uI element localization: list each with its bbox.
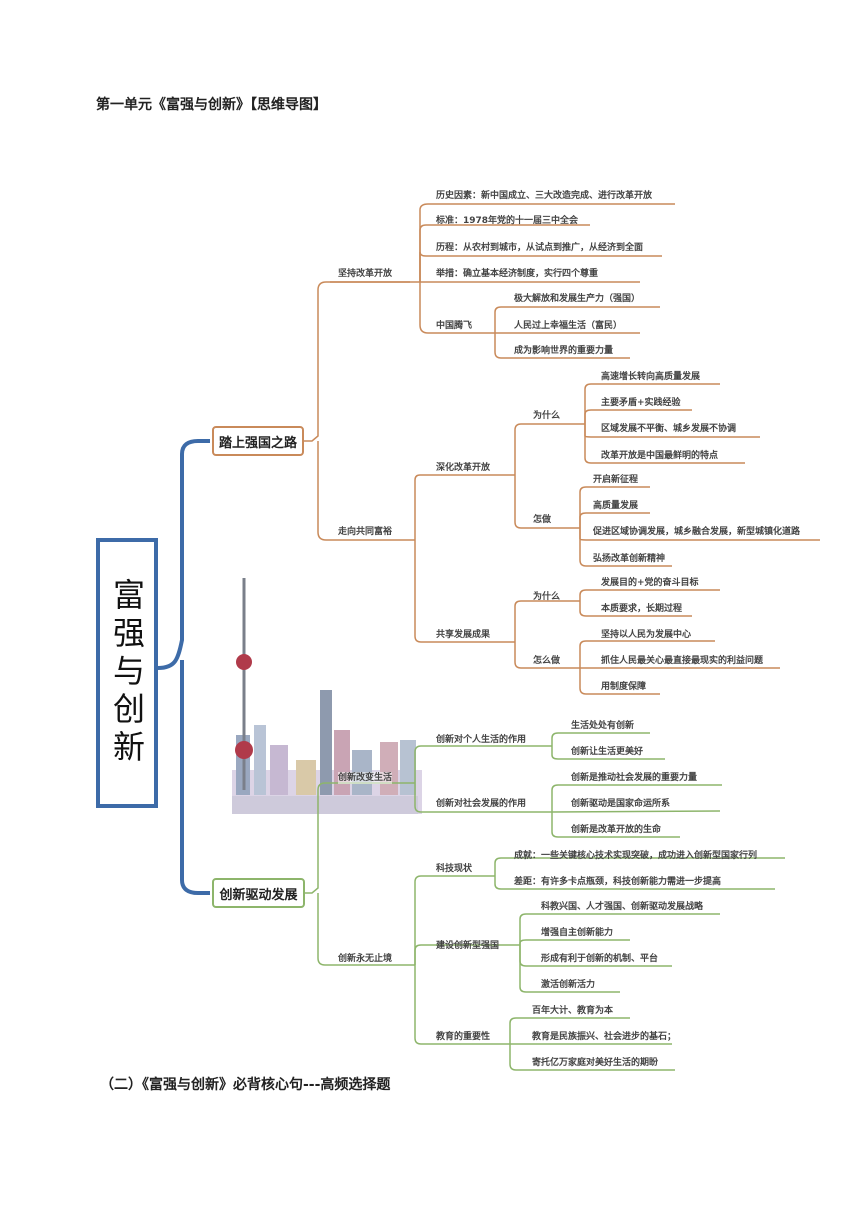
node-zenmezuo: 怎么做 (533, 656, 561, 666)
root-node: 富强与创新 (96, 538, 158, 808)
page-title: 第一单元《富强与创新》【思维导图】 (96, 97, 327, 113)
leaf-item: 人民过上幸福生活（富民） (514, 321, 623, 331)
leaf-item: 区域发展不平衡、城乡发展不协调 (601, 424, 737, 434)
leaf-item: 高速增长转向高质量发展 (601, 372, 701, 382)
city-skyline-illustration (232, 578, 422, 814)
leaf-item: 主要矛盾+实践经验 (601, 398, 681, 408)
node-keji: 科技现状 (436, 864, 473, 874)
leaf-item: 激活创新活力 (541, 980, 596, 990)
leaf-item: 科教兴国、人才强国、创新驱动发展战略 (541, 902, 704, 912)
leaf-item: 极大解放和发展生产力（强国） (514, 294, 641, 304)
node-jiaoyu: 教育的重要性 (436, 1032, 491, 1042)
branch-road-to-power: 踏上强国之路 (212, 426, 304, 456)
leaf-item: 成为影响世界的重要力量 (514, 346, 614, 356)
node-shenhua: 深化改革开放 (436, 463, 491, 473)
leaf-item: 坚持以人民为发展中心 (601, 630, 692, 640)
leaf-item: 开启新征程 (593, 475, 639, 485)
leaf-item: 本质要求，长期过程 (601, 604, 683, 614)
leaf-item: 发展目的+党的奋斗目标 (601, 578, 699, 588)
leaf-item: 寄托亿万家庭对美好生活的期盼 (532, 1058, 659, 1068)
branch-innovation-driven: 创新驱动发展 (212, 878, 305, 908)
node-jianchi: 坚持改革开放 (338, 269, 393, 279)
node-yongwu: 创新永无止境 (338, 954, 393, 964)
section-heading: （二）《富强与创新》必背核心句---高频选择题 (100, 1077, 391, 1093)
node-weishenme-2: 为什么 (533, 592, 561, 602)
leaf-item: 弘扬改革创新精神 (593, 554, 666, 564)
node-gaibian: 创新改变生活 (338, 772, 393, 784)
leaf-item: 抓住人民最关心最直接最现实的利益问题 (601, 656, 764, 666)
leaf-item: 教育是民族振兴、社会进步的基石； (532, 1032, 677, 1042)
leaf-item: 标准：1978年党的十一届三中全会 (436, 216, 579, 226)
node-zenme: 怎做 (533, 515, 552, 525)
node-geren: 创新对个人生活的作用 (436, 735, 527, 745)
leaf-item: 差距：有许多卡点瓶颈，科技创新能力需进一步提高 (514, 877, 722, 887)
leaf-item: 创新是改革开放的生命 (571, 825, 662, 835)
leaf-item: 用制度保障 (601, 682, 647, 692)
leaf-item: 改革开放是中国最鲜明的特点 (601, 451, 719, 461)
leaf-item: 百年大计、教育为本 (532, 1006, 614, 1016)
leaf-item: 成就：一些关键核心技术实现突破，成功进入创新型国家行列 (514, 851, 758, 861)
leaf-item: 促进区域协调发展，城乡融合发展，新型城镇化道路 (593, 527, 801, 537)
leaf-item: 形成有利于创新的机制、平台 (541, 954, 659, 964)
node-zhongguo: 中国腾飞 (436, 321, 473, 331)
leaf-item: 历史因素：新中国成立、三大改造完成、进行改革开放 (436, 191, 653, 201)
leaf-item: 生活处处有创新 (571, 721, 635, 731)
node-jianshe: 建设创新型强国 (436, 941, 500, 951)
leaf-item: 历程：从农村到城市，从试点到推广，从经济到全面 (436, 243, 644, 253)
leaf-item: 创新是推动社会发展的重要力量 (571, 773, 698, 783)
leaf-item: 创新驱动是国家命运所系 (571, 799, 671, 809)
node-shehui: 创新对社会发展的作用 (436, 799, 527, 809)
node-zouxiang: 走向共同富裕 (338, 527, 393, 537)
leaf-item: 高质量发展 (593, 501, 639, 511)
leaf-item: 增强自主创新能力 (541, 928, 614, 938)
node-gongxiang: 共享发展成果 (436, 630, 491, 640)
node-weishenme: 为什么 (533, 411, 561, 421)
leaf-item: 创新让生活更美好 (571, 747, 644, 757)
leaf-item: 举措：确立基本经济制度，实行四个尊重 (436, 269, 599, 279)
